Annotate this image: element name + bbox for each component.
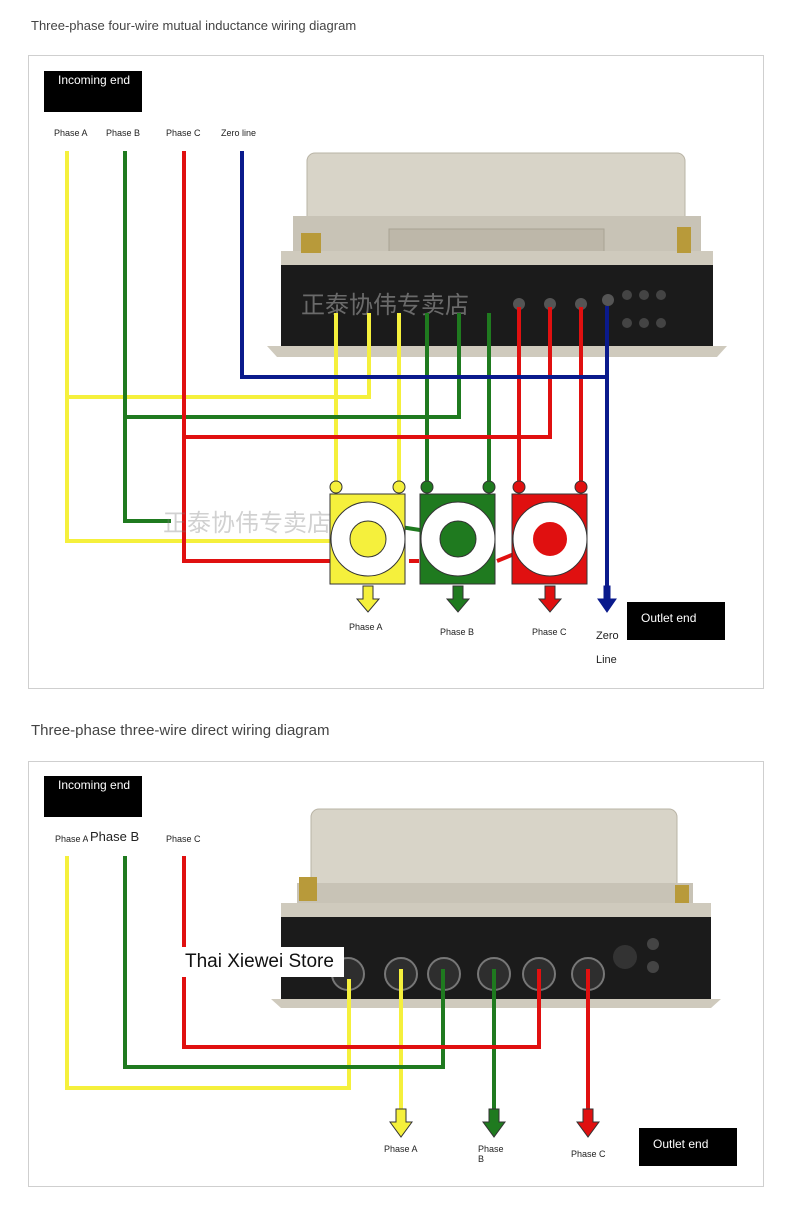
wire-label-phase-c: Phase C bbox=[166, 128, 201, 138]
wire-label-phase-a: Phase A bbox=[54, 128, 88, 138]
diagram2-title: Three-phase three-wire direct wiring dia… bbox=[31, 722, 330, 739]
phase-a-wires bbox=[65, 856, 403, 1111]
four-wire-diagram: 正泰协伟专卖店 bbox=[65, 151, 727, 613]
watermark-text: 正泰协伟专卖店 bbox=[301, 291, 469, 319]
out-label-phase-a: Phase A bbox=[384, 1144, 418, 1154]
incoming-end-tag: Incoming end bbox=[44, 71, 142, 112]
three-wire-diagram-panel: Incoming end Phase A Phase B Phase C Tha… bbox=[28, 761, 764, 1187]
phase-c-wires bbox=[182, 151, 583, 563]
down-arrow-icons bbox=[389, 1108, 600, 1138]
wire-label-phase-a: Phase A bbox=[55, 834, 89, 844]
current-transformer-c bbox=[511, 493, 588, 585]
out-label-phase-b: Phase B bbox=[478, 1144, 504, 1164]
current-transformer-b bbox=[419, 493, 496, 585]
out-label-phase-b: Phase B bbox=[440, 627, 475, 637]
phase-a-wires bbox=[65, 151, 401, 543]
outlet-end-tag: Outlet end bbox=[627, 602, 725, 640]
out-label-zero: Zero Line bbox=[596, 630, 619, 666]
phase-b-wires bbox=[123, 856, 496, 1111]
wire-label-phase-b: Phase B bbox=[106, 128, 141, 138]
out-label-phase-c: Phase C bbox=[532, 627, 567, 637]
wire-label-phase-c: Phase C bbox=[166, 834, 201, 844]
current-transformer-a bbox=[329, 493, 406, 585]
out-label-phase-c: Phase C bbox=[571, 1149, 606, 1159]
phase-b-wires bbox=[123, 151, 491, 536]
store-label: Thai Xiewei Store bbox=[161, 947, 344, 977]
zero-wires bbox=[240, 151, 609, 599]
meter-icon bbox=[271, 808, 721, 1008]
diagram1-title: Three-phase four-wire mutual inductance … bbox=[31, 18, 357, 33]
down-arrow-icons bbox=[355, 585, 617, 613]
watermark-text-2: 正泰协伟专卖店 bbox=[163, 509, 331, 537]
wire-label-phase-b: Phase B bbox=[88, 829, 142, 844]
incoming-end-tag: Incoming end bbox=[44, 776, 142, 817]
four-wire-diagram-panel: 正泰协伟专卖店 bbox=[28, 55, 764, 689]
outlet-end-tag: Outlet end bbox=[639, 1128, 737, 1166]
ct-terminals bbox=[329, 480, 588, 494]
three-wire-diagram bbox=[65, 808, 721, 1138]
meter-icon: 正泰协伟专卖店 bbox=[267, 152, 727, 357]
out-label-phase-a: Phase A bbox=[349, 622, 383, 632]
wire-label-zero: Zero line bbox=[221, 128, 257, 138]
